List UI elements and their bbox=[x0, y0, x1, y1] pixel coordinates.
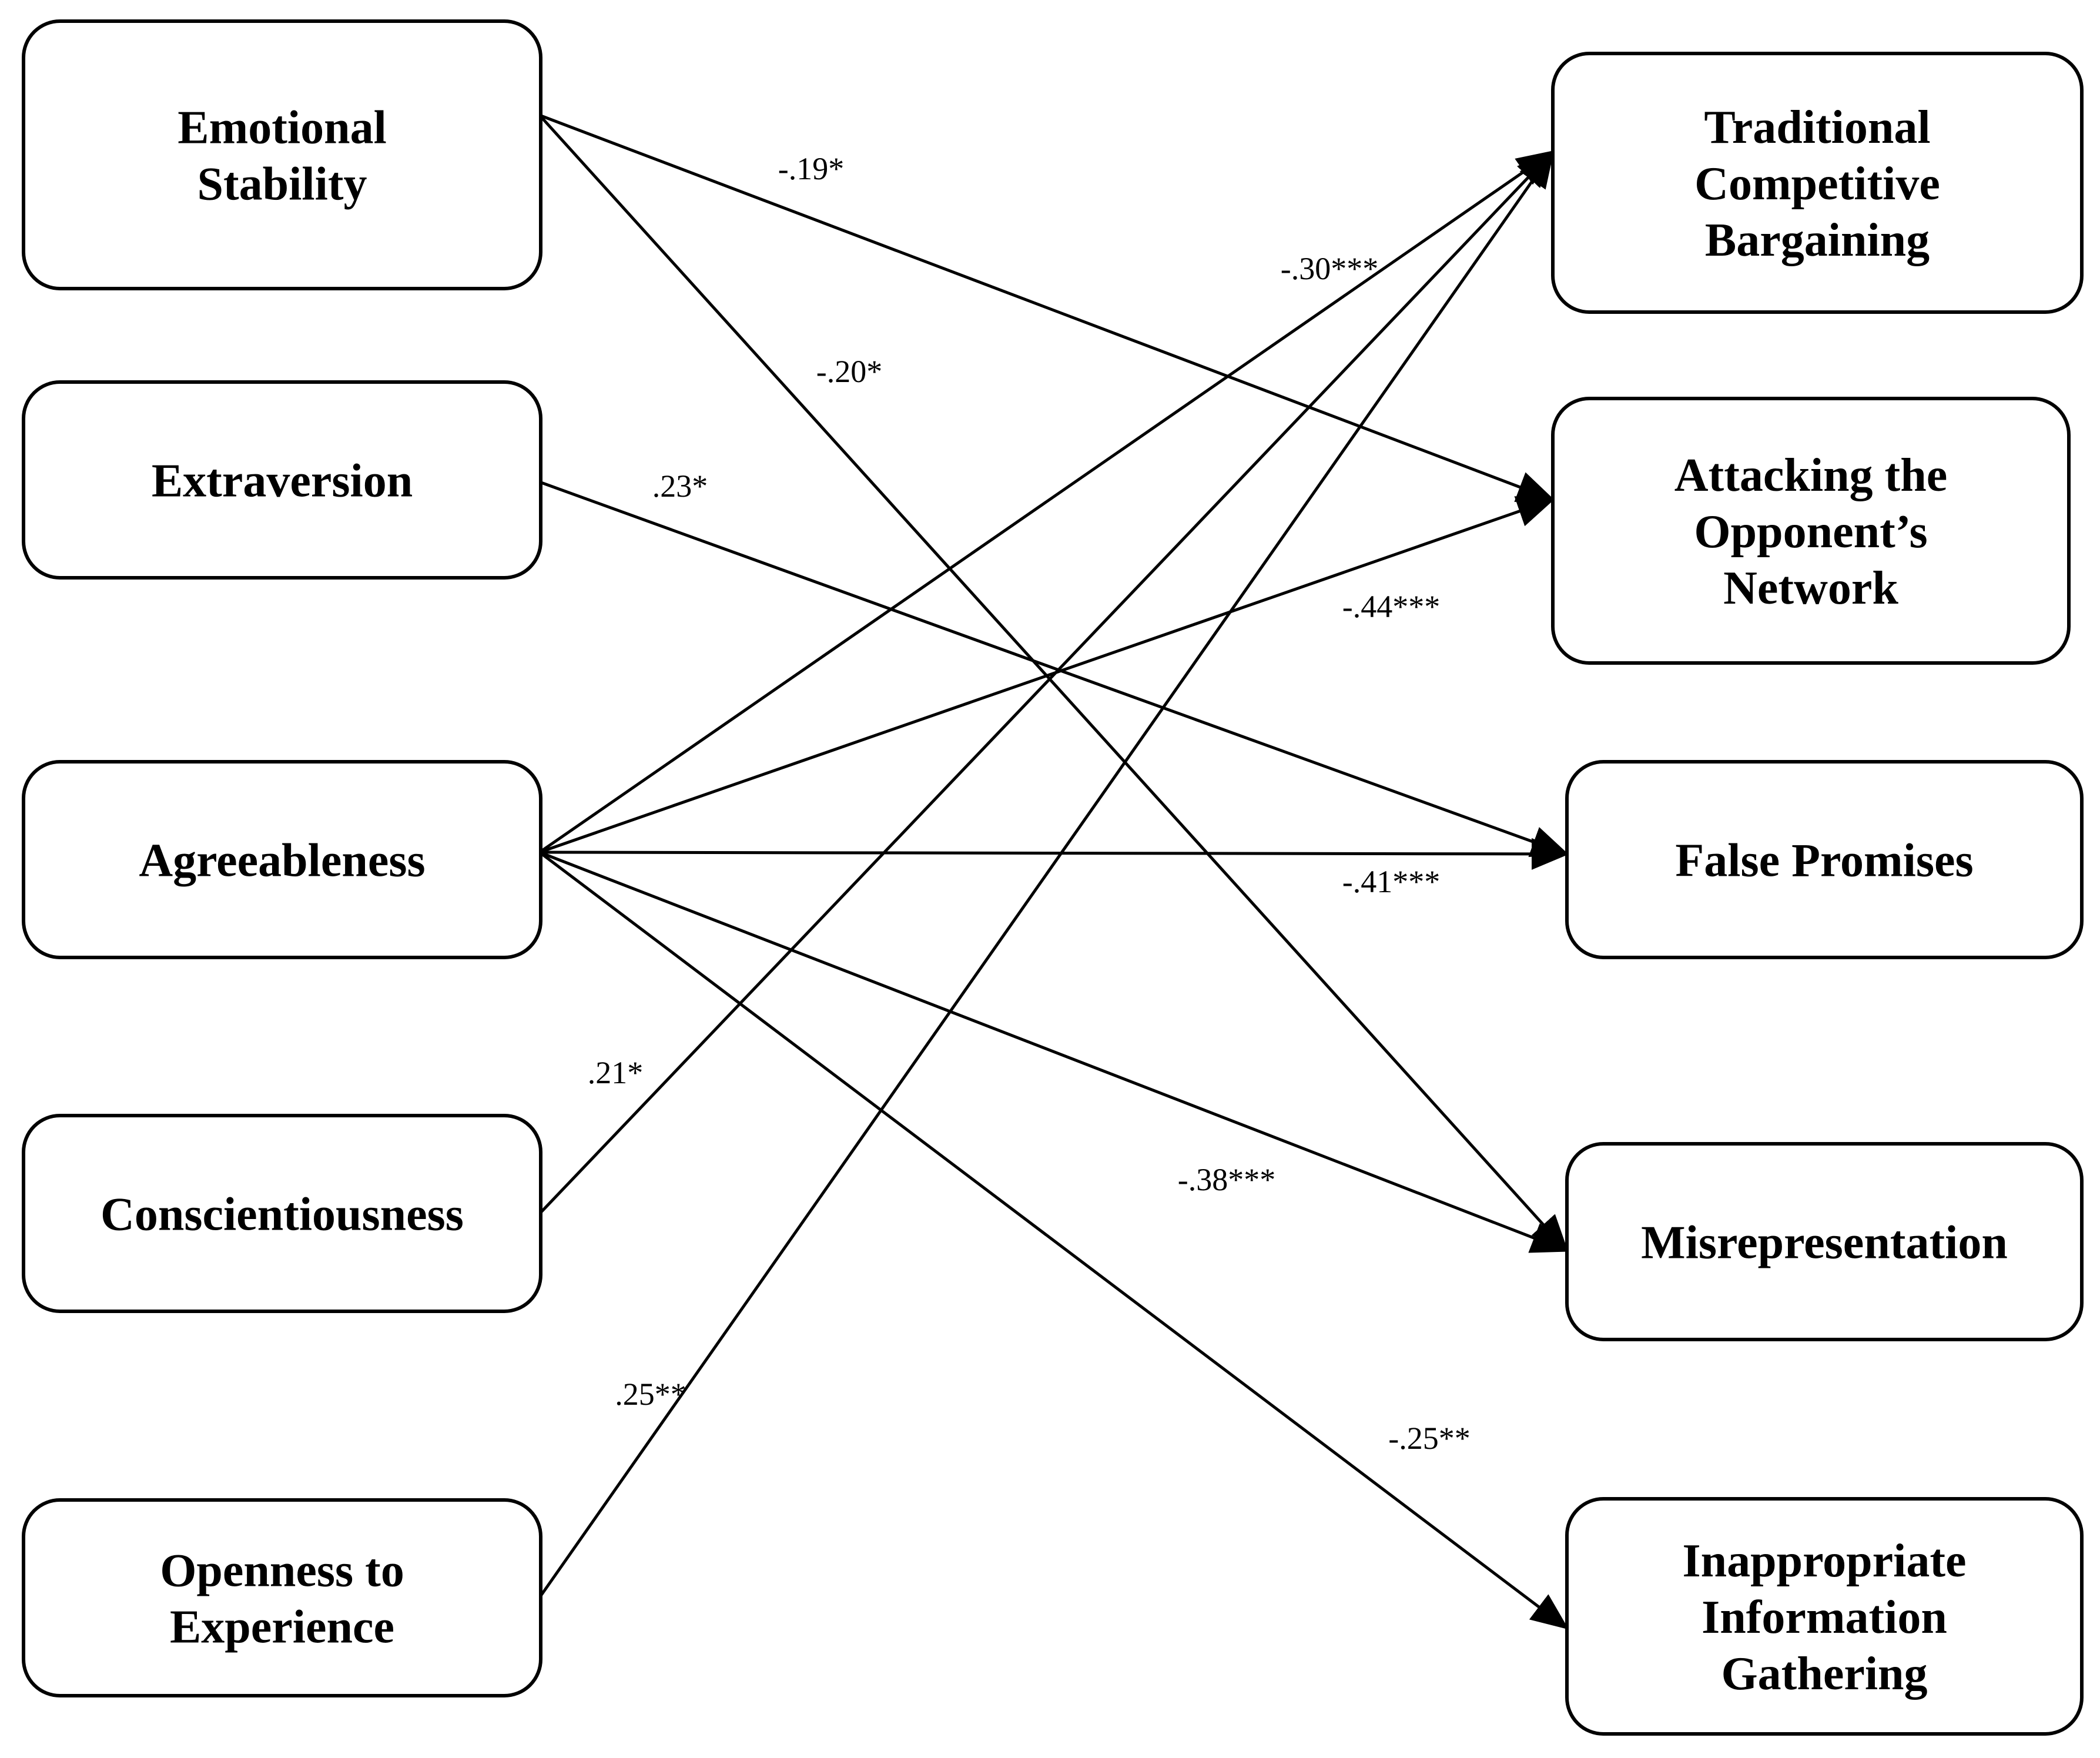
coefficient-label-agreeableness-to-inappropriate-information-gathering: -.25** bbox=[1388, 1421, 1470, 1456]
predictor-label-openness-to-experience-line-1: Openness to bbox=[160, 1545, 404, 1597]
predictor-label-conscientiousness-line-1: Conscientiousness bbox=[101, 1189, 464, 1241]
predictor-label-agreeableness-line-1: Agreeableness bbox=[139, 835, 425, 887]
outcome-label-misrepresentation-line-1: Misrepresentation bbox=[1641, 1217, 2008, 1269]
outcome-node-false-promises: False Promises bbox=[1565, 760, 2084, 959]
coefficients-layer: -.19* -.20* .23* -.30*** -.44*** -.41*** -.38*… bbox=[588, 151, 1471, 1456]
path-arrow-emotional-stability-to-misrepresentation bbox=[538, 114, 1569, 1253]
predictor-label-extraversion-line-1: Extraversion bbox=[152, 456, 413, 507]
coefficient-label-emotional-stability-to-misrepresentation: -.20* bbox=[816, 354, 882, 389]
coefficient-label-conscientiousness-to-traditional-competitive-bargaining: .21* bbox=[588, 1055, 644, 1090]
coefficient-label-agreeableness-to-attacking-the-opponents-network: -.44*** bbox=[1342, 589, 1440, 624]
outcome-label-false-promises-line-1: False Promises bbox=[1675, 835, 1973, 887]
coefficient-label-agreeableness-to-misrepresentation: -.38*** bbox=[1178, 1162, 1275, 1197]
path-arrow-extraversion-to-false-promises bbox=[539, 480, 1569, 857]
outcome-box-false-promises bbox=[1565, 760, 2084, 959]
path-arrow-emotional-stability-to-attacking-the-opponents-network bbox=[539, 113, 1555, 502]
path-arrow-agreeableness-to-inappropriate-information-gathering bbox=[538, 851, 1569, 1630]
outcome-label-attacking-the-opponents-network-line-3: Network bbox=[1723, 562, 1898, 614]
outcome-box-attacking-the-opponents-network bbox=[1551, 397, 2071, 665]
path-arrow-openness-to-experience-to-traditional-competitive-bargaining bbox=[538, 149, 1555, 1599]
coefficient-label-extraversion-to-false-promises: .23* bbox=[652, 468, 708, 504]
predictor-node-conscientiousness: Conscientiousness bbox=[22, 1114, 542, 1313]
path-arrow-agreeableness-to-traditional-competitive-bargaining bbox=[538, 150, 1555, 854]
predictor-label-emotional-stability-line-1: Emotional bbox=[177, 102, 387, 154]
outcome-label-traditional-competitive-bargaining-line-3: Bargaining bbox=[1705, 215, 1930, 266]
path-arrow-agreeableness-to-misrepresentation bbox=[539, 850, 1569, 1253]
predictor-box-emotional-stability bbox=[22, 19, 542, 290]
outcome-box-misrepresentation bbox=[1565, 1142, 2084, 1341]
path-arrow-agreeableness-to-false-promises bbox=[539, 838, 1569, 870]
outcome-node-misrepresentation: Misrepresentation bbox=[1565, 1142, 2084, 1341]
nodes-layer: EmotionalStabilityExtraversionAgreeablen… bbox=[22, 19, 2084, 1736]
coefficient-label-emotional-stability-to-attacking-the-opponents-network: -.19* bbox=[778, 151, 844, 186]
coefficient-label-agreeableness-to-traditional-competitive-bargaining: -.30*** bbox=[1281, 251, 1378, 286]
predictor-box-agreeableness bbox=[22, 760, 542, 959]
paths-layer bbox=[538, 113, 1569, 1630]
outcome-label-traditional-competitive-bargaining-line-1: Traditional bbox=[1704, 102, 1930, 153]
predictor-label-emotional-stability-line-2: Stability bbox=[197, 159, 367, 210]
outcome-label-inappropriate-information-gathering-line-3: Gathering bbox=[1721, 1648, 1927, 1700]
outcome-label-attacking-the-opponents-network-line-2: Opponent’s bbox=[1694, 506, 1927, 558]
outcome-label-inappropriate-information-gathering-line-2: Information bbox=[1702, 1592, 1947, 1643]
coefficient-label-agreeableness-to-false-promises: -.41*** bbox=[1342, 864, 1440, 899]
predictor-box-openness-to-experience bbox=[22, 1498, 542, 1697]
predictor-label-openness-to-experience-line-2: Experience bbox=[170, 1602, 394, 1653]
outcome-label-attacking-the-opponents-network-line-1: Attacking the bbox=[1674, 450, 1947, 501]
path-arrow-agreeableness-to-attacking-the-opponents-network bbox=[539, 496, 1555, 854]
outcome-label-inappropriate-information-gathering-line-1: Inappropriate bbox=[1682, 1535, 1966, 1587]
predictor-box-extraversion bbox=[22, 380, 542, 580]
path-arrow-conscientiousness-to-traditional-competitive-bargaining bbox=[538, 150, 1555, 1215]
predictor-node-agreeableness: Agreeableness bbox=[22, 760, 542, 959]
predictor-box-conscientiousness bbox=[22, 1114, 542, 1313]
predictor-node-extraversion: Extraversion bbox=[22, 380, 542, 580]
coefficient-label-openness-to-experience-to-traditional-competitive-bargaining: .25** bbox=[615, 1377, 686, 1412]
outcome-box-traditional-competitive-bargaining bbox=[1551, 52, 2084, 314]
outcome-box-inappropriate-information-gathering bbox=[1565, 1497, 2084, 1736]
outcome-label-traditional-competitive-bargaining-line-2: Competitive bbox=[1694, 158, 1940, 210]
